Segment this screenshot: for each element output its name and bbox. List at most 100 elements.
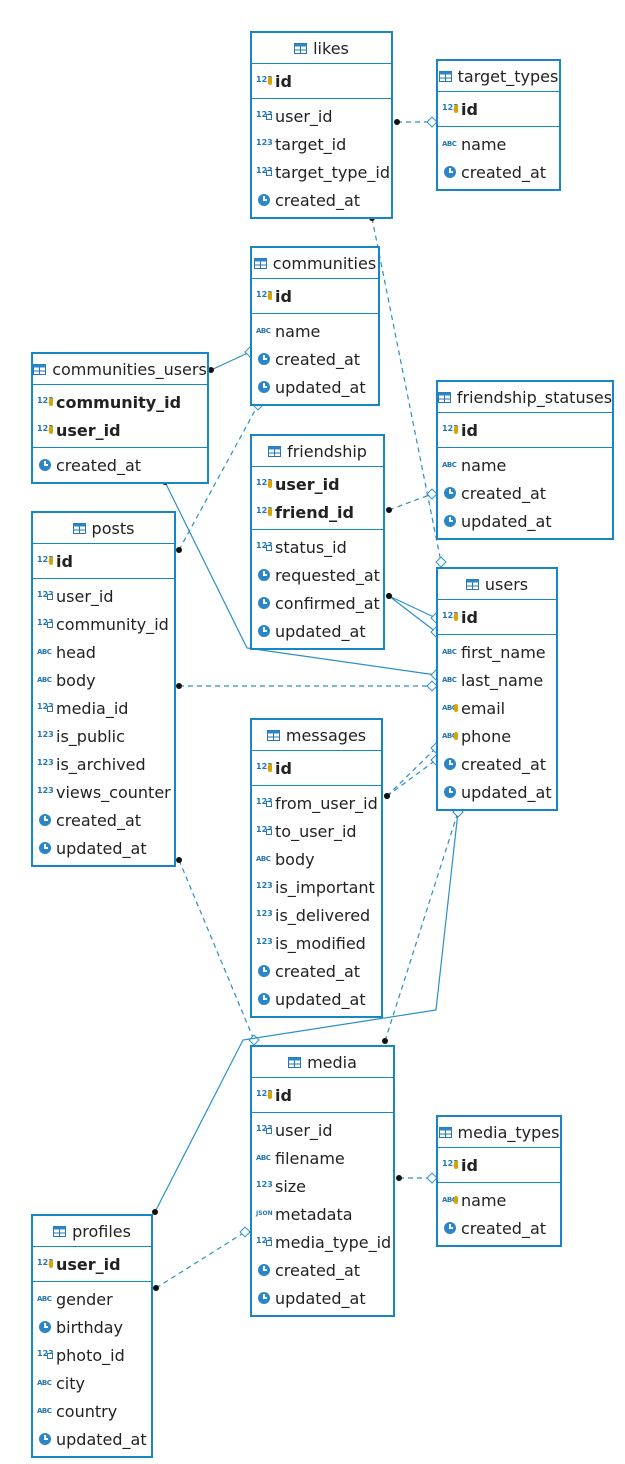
table-header[interactable]: friendship_statuses (437, 382, 612, 413)
column-name: body (275, 849, 315, 869)
column-row[interactable]: updated_at (252, 617, 383, 645)
column-row[interactable]: updated_at (33, 834, 174, 862)
column-row[interactable]: updated_at (252, 985, 381, 1013)
table-header[interactable]: messages (252, 720, 381, 751)
table-header[interactable]: profiles (33, 1216, 151, 1247)
table-header[interactable]: friendship (252, 436, 383, 467)
clock-icon (256, 1291, 273, 1305)
table-header[interactable]: target_types (438, 61, 559, 92)
column-row[interactable]: created_at (33, 806, 174, 834)
column-row[interactable]: created_at (252, 1256, 393, 1284)
table-header[interactable]: communities_users (33, 354, 207, 385)
column-row[interactable]: updated_at (33, 1425, 151, 1453)
table-header[interactable]: media (252, 1047, 393, 1078)
table-header[interactable]: users (438, 569, 556, 600)
column-row[interactable]: updated_at (438, 507, 612, 535)
column-row[interactable]: requested_at (252, 561, 383, 589)
column-row[interactable]: updated_at (252, 1284, 393, 1312)
column-row[interactable]: created_at (438, 158, 559, 186)
column-row[interactable]: created_at (252, 186, 391, 214)
column-row[interactable]: updated_at (438, 778, 556, 806)
column-row[interactable]: updated_at (252, 373, 378, 401)
table-icon (268, 442, 282, 461)
column-row[interactable]: created_at (33, 451, 207, 479)
column-row[interactable]: created_at (252, 957, 381, 985)
column-row[interactable]: confirmed_at (252, 589, 383, 617)
text-icon: ABC (37, 1379, 52, 1387)
table-header[interactable]: media_types (438, 1117, 560, 1148)
table-name: communities (272, 253, 377, 273)
column-row[interactable]: created_at (438, 750, 556, 778)
table-header[interactable]: posts (33, 513, 174, 544)
column-row[interactable]: created_at (252, 345, 378, 373)
column-row[interactable]: created_at (438, 1214, 560, 1242)
clock-icon (442, 785, 459, 799)
column-row[interactable]: created_at (438, 479, 612, 507)
column-row[interactable]: birthday (33, 1313, 151, 1341)
table-header[interactable]: likes (252, 33, 391, 64)
table-header[interactable]: communities (252, 248, 378, 279)
